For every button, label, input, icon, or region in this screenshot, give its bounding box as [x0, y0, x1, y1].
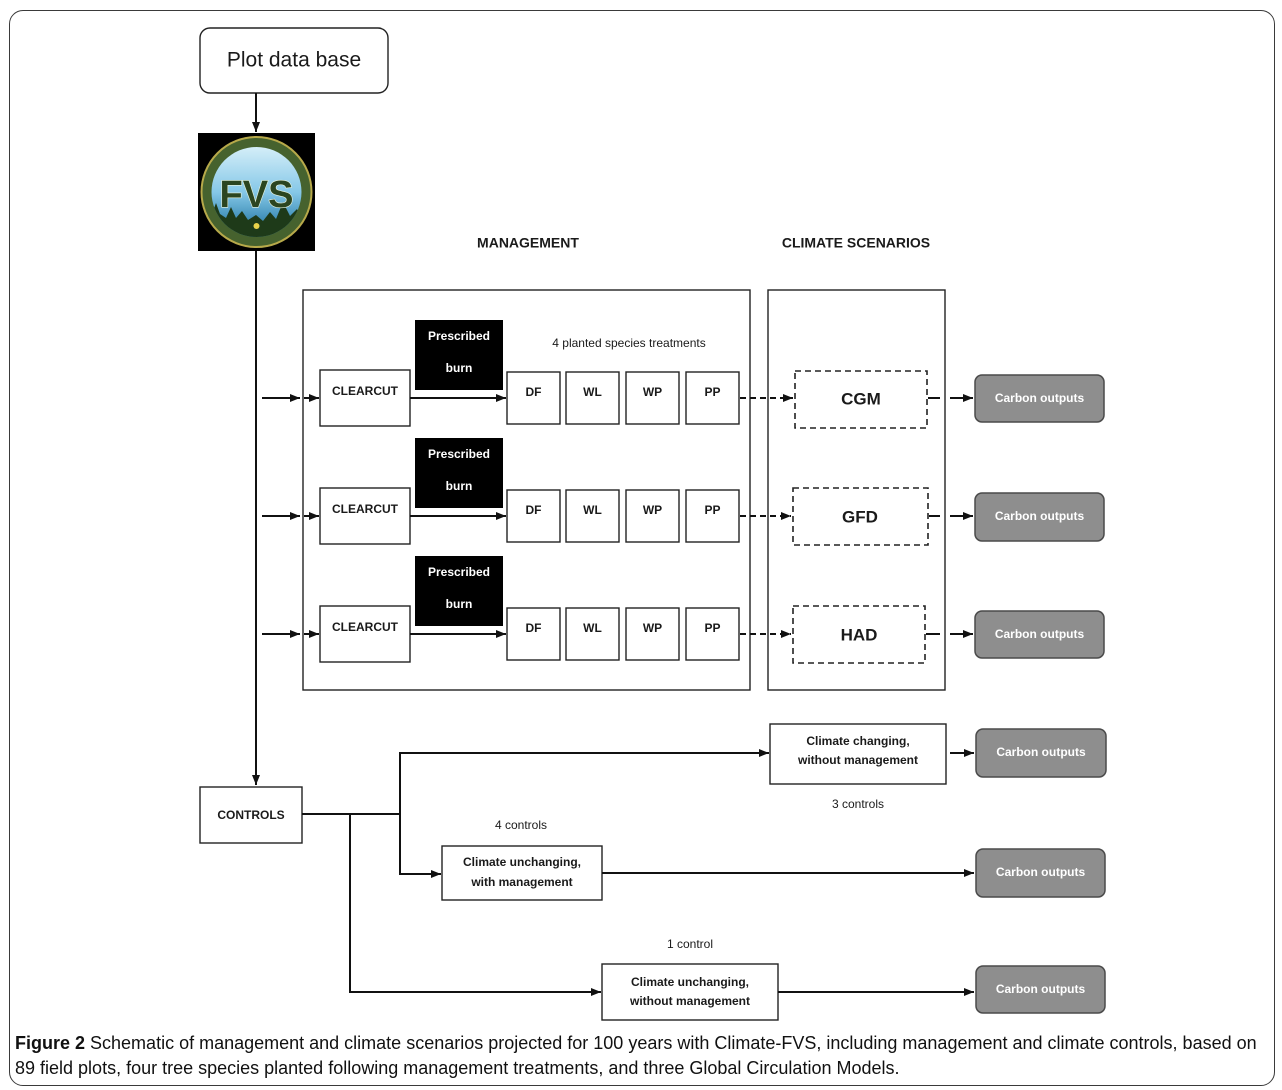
species-label: DF — [526, 621, 542, 635]
control-count-note: 1 control — [667, 937, 713, 951]
prescribed-burn-box — [415, 438, 503, 508]
species-box-pp — [685, 489, 740, 543]
prescribed-burn-box — [415, 320, 503, 390]
prescribed-burn-label: Prescribed — [428, 447, 490, 461]
management-row: CLEARCUT Prescribed burn DF WL WP PP HAD… — [262, 556, 1105, 664]
species-label: WL — [583, 385, 602, 399]
control-branch-label: with management — [470, 875, 572, 889]
management-row: CLEARCUT Prescribed burn DF WL WP PP GFD… — [262, 438, 1105, 546]
control-count-note: 3 controls — [832, 797, 884, 811]
species-label: WP — [643, 621, 662, 635]
caption-text: Schematic of management and climate scen… — [15, 1033, 1257, 1078]
species-label: DF — [526, 503, 542, 517]
prescribed-burn-box — [415, 556, 503, 626]
plot-database-label: Plot data base — [227, 49, 361, 72]
prescribed-burn-label: Prescribed — [428, 329, 490, 343]
climate-scenario-label: CGM — [841, 389, 881, 408]
climate-scenarios-heading: CLIMATE SCENARIOS — [782, 235, 930, 251]
clearcut-label: CLEARCUT — [332, 384, 399, 398]
species-treatments-note: 4 planted species treatments — [552, 336, 705, 350]
species-box-df — [506, 371, 561, 425]
figure-caption: Figure 2 Schematic of management and cli… — [15, 1031, 1267, 1081]
species-box-wl — [565, 607, 620, 661]
species-box-wp — [625, 371, 680, 425]
species-box-pp — [685, 607, 740, 661]
prescribed-burn-label: burn — [446, 361, 473, 375]
clearcut-label: CLEARCUT — [332, 620, 399, 634]
control-branch-box — [601, 963, 779, 1021]
control-branch-box — [441, 845, 603, 901]
control-branch-label: Climate unchanging, — [631, 975, 749, 989]
control-branch: 4 controls Climate unchanging, with mana… — [399, 818, 1106, 901]
control-branch: 1 control Climate unchanging, without ma… — [349, 937, 1106, 1021]
carbon-outputs-box — [974, 374, 1105, 423]
climate-scenario-box-cgm — [794, 370, 928, 429]
carbon-outputs-box — [975, 965, 1106, 1014]
species-label: PP — [704, 385, 720, 399]
control-count-note: 4 controls — [495, 818, 547, 832]
species-label: DF — [526, 385, 542, 399]
carbon-outputs-label: Carbon outputs — [995, 627, 1085, 641]
species-box-wp — [625, 489, 680, 543]
species-box-wp — [625, 607, 680, 661]
prescribed-burn-label: burn — [446, 479, 473, 493]
figure-frame — [9, 10, 1275, 1086]
species-label: WP — [643, 385, 662, 399]
management-row: CLEARCUT Prescribed burn DF WL WP PP CGM… — [262, 320, 1105, 429]
control-branch-label: without management — [797, 753, 918, 767]
climate-scenario-box-had — [792, 605, 926, 664]
control-branch-box — [769, 723, 947, 785]
carbon-outputs-label: Carbon outputs — [995, 391, 1085, 405]
diagram: Plot data base FVS MANAGEMENT CLIMATE SC… — [198, 27, 1107, 1021]
control-branch-label: without management — [629, 994, 750, 1008]
species-box-df — [506, 607, 561, 661]
prescribed-burn-label: burn — [446, 597, 473, 611]
fvs-logo: FVS — [198, 133, 315, 251]
figure-label: Figure 2 — [15, 1033, 86, 1053]
species-label: PP — [704, 621, 720, 635]
carbon-outputs-label: Carbon outputs — [996, 865, 1086, 879]
clearcut-box — [319, 487, 411, 545]
fvs-logo-text: FVS — [220, 174, 294, 216]
clearcut-label: CLEARCUT — [332, 502, 399, 516]
clearcut-box — [319, 369, 411, 427]
species-label: WP — [643, 503, 662, 517]
climate-scenario-box-gfd — [792, 487, 929, 546]
carbon-outputs-box — [974, 492, 1105, 542]
carbon-outputs-box — [975, 848, 1106, 898]
carbon-outputs-box — [974, 610, 1105, 659]
species-box-pp — [685, 371, 740, 425]
controls-label: CONTROLS — [217, 808, 284, 822]
management-heading: MANAGEMENT — [477, 235, 579, 251]
species-box-wl — [565, 489, 620, 543]
controls-box — [199, 786, 303, 844]
species-box-df — [506, 489, 561, 543]
clearcut-box — [319, 605, 411, 663]
control-branch-label: Climate unchanging, — [463, 855, 581, 869]
carbon-outputs-box — [975, 728, 1107, 778]
control-branch-label: Climate changing, — [806, 734, 909, 748]
species-label: WL — [583, 503, 602, 517]
prescribed-burn-label: Prescribed — [428, 565, 490, 579]
climate-scenario-label: HAD — [841, 625, 878, 644]
climate-scenario-label: GFD — [842, 507, 878, 526]
control-branch: Climate changing, without management 3 c… — [399, 723, 1107, 811]
carbon-outputs-label: Carbon outputs — [996, 982, 1086, 996]
carbon-outputs-label: Carbon outputs — [996, 745, 1086, 759]
species-box-wl — [565, 371, 620, 425]
plot-database-box — [199, 27, 389, 94]
species-label: PP — [704, 503, 720, 517]
carbon-outputs-label: Carbon outputs — [995, 509, 1085, 523]
species-label: WL — [583, 621, 602, 635]
